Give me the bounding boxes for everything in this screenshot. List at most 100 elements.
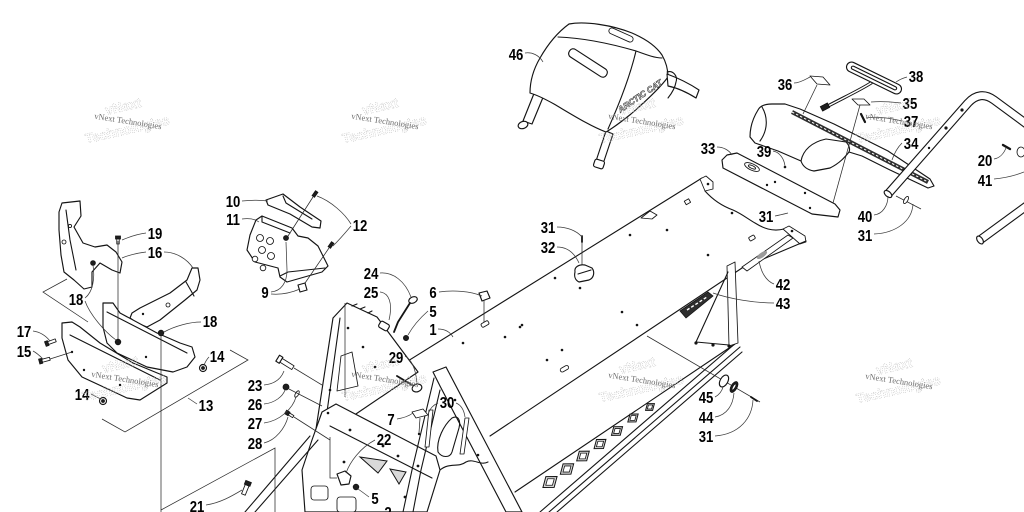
bolt-head <box>243 479 252 487</box>
rivet-hole <box>808 206 812 210</box>
seat-side-crease <box>607 50 637 130</box>
rivet-hole <box>326 411 330 415</box>
tunnel-rear-right-tab <box>782 225 807 245</box>
bracket-16-left-edge <box>65 209 77 271</box>
callout-31-bumper[interactable]: 31 <box>858 228 873 245</box>
callout-31-tunnel[interactable]: 31 <box>541 220 556 237</box>
callout-33[interactable]: 33 <box>701 141 716 158</box>
callout-5-lower[interactable]: 5 <box>371 491 378 508</box>
callout-45[interactable]: 45 <box>699 390 714 407</box>
front-frame <box>244 302 523 512</box>
callout-31-plate[interactable]: 31 <box>759 209 774 226</box>
callout-18-left[interactable]: 18 <box>69 292 84 309</box>
callout-44[interactable]: 44 <box>699 410 714 427</box>
callout-14-left[interactable]: 14 <box>75 387 90 404</box>
nut-5 <box>352 483 360 491</box>
bracket-hole <box>67 223 73 229</box>
rod-30 <box>459 417 470 455</box>
callout-11[interactable]: 11 <box>226 212 240 229</box>
rivet-hole <box>665 228 669 232</box>
nut-14-center <box>201 366 205 370</box>
rivet-hole <box>476 453 480 457</box>
screw-20 <box>1001 143 1012 151</box>
callout-41[interactable]: 41 <box>978 173 993 190</box>
callout-9[interactable]: 9 <box>261 285 268 302</box>
rivet-hole <box>503 335 507 339</box>
callout-27[interactable]: 27 <box>248 416 263 433</box>
callout-6[interactable]: 6 <box>429 285 436 302</box>
callout-16[interactable]: 16 <box>148 245 163 262</box>
steering-support-window <box>336 351 359 392</box>
leader-line <box>357 488 370 498</box>
cutout-inner <box>647 405 652 409</box>
bracket-16-left <box>58 200 123 290</box>
callout-37[interactable]: 37 <box>904 114 919 131</box>
shield-11-edge <box>261 215 326 277</box>
callout-23[interactable]: 23 <box>248 378 263 395</box>
callout-28[interactable]: 28 <box>248 436 263 453</box>
callout-46[interactable]: 46 <box>509 47 524 64</box>
callout-10[interactable]: 10 <box>226 194 241 211</box>
rear-housing-hump <box>800 138 851 162</box>
bolt-head <box>38 357 44 365</box>
callout-36[interactable]: 36 <box>778 77 793 94</box>
leader-line <box>263 370 285 386</box>
bumper-tube-end <box>976 235 984 245</box>
rivet-hole <box>730 211 734 215</box>
callout-32[interactable]: 32 <box>541 240 556 257</box>
leader-line <box>404 355 418 385</box>
shield-hole <box>256 234 264 242</box>
bracket-hole <box>61 239 67 245</box>
callout-13[interactable]: 13 <box>199 398 214 415</box>
leader-line <box>556 246 580 264</box>
callout-17[interactable]: 17 <box>17 324 32 341</box>
callout-7[interactable]: 7 <box>387 412 394 429</box>
callout-26[interactable]: 26 <box>248 397 263 414</box>
bracket-line <box>160 447 276 512</box>
callout-20[interactable]: 20 <box>978 153 993 170</box>
callout-25[interactable]: 25 <box>364 285 379 302</box>
leader-line <box>993 171 1024 180</box>
callout-1[interactable]: 1 <box>429 322 436 339</box>
callout-24[interactable]: 24 <box>364 266 379 283</box>
callout-38[interactable]: 38 <box>909 69 924 86</box>
rivet-hole <box>342 460 346 464</box>
callout-14-right[interactable]: 14 <box>210 349 225 366</box>
callout-42[interactable]: 42 <box>776 277 791 294</box>
leader-line <box>455 402 466 418</box>
callout-19[interactable]: 19 <box>148 226 163 243</box>
callout-18-right[interactable]: 18 <box>203 314 218 331</box>
diamond-cutout <box>560 464 573 474</box>
shield-assembly <box>246 190 335 293</box>
callout-43[interactable]: 43 <box>776 296 791 313</box>
callout-31-rivet[interactable]: 31 <box>699 429 714 446</box>
callout-2[interactable]: 2 <box>384 505 391 512</box>
seat-top-grip <box>608 27 634 43</box>
callout-5-upper[interactable]: 5 <box>429 304 436 321</box>
reflector-strip-42 <box>741 234 794 272</box>
callout-30[interactable]: 30 <box>440 395 455 412</box>
tunnel-rear-left-tab <box>699 175 714 192</box>
rivet-hole <box>118 383 122 387</box>
bolt-head <box>43 340 50 347</box>
reflector-strip-shading <box>756 251 768 259</box>
callout-39[interactable]: 39 <box>757 144 772 161</box>
nut-18 <box>90 260 96 266</box>
callout-29[interactable]: 29 <box>389 350 404 367</box>
callout-34[interactable]: 34 <box>904 136 919 153</box>
callout-40[interactable]: 40 <box>858 209 873 226</box>
grab-handle-slot <box>850 65 898 91</box>
rear-housing-34 <box>749 103 935 189</box>
rivet-hole <box>346 326 350 330</box>
leader-line <box>241 218 260 223</box>
callout-35[interactable]: 35 <box>903 96 918 113</box>
callout-15[interactable]: 15 <box>17 344 32 361</box>
eyelet-29-shaft <box>396 375 413 386</box>
callout-12[interactable]: 12 <box>353 218 368 235</box>
callout-22[interactable]: 22 <box>377 432 392 449</box>
grab-handle-cable-core <box>827 82 872 107</box>
callout-21[interactable]: 21 <box>190 499 205 512</box>
bulkhead-break-line <box>439 460 489 471</box>
leader-line <box>316 195 352 225</box>
